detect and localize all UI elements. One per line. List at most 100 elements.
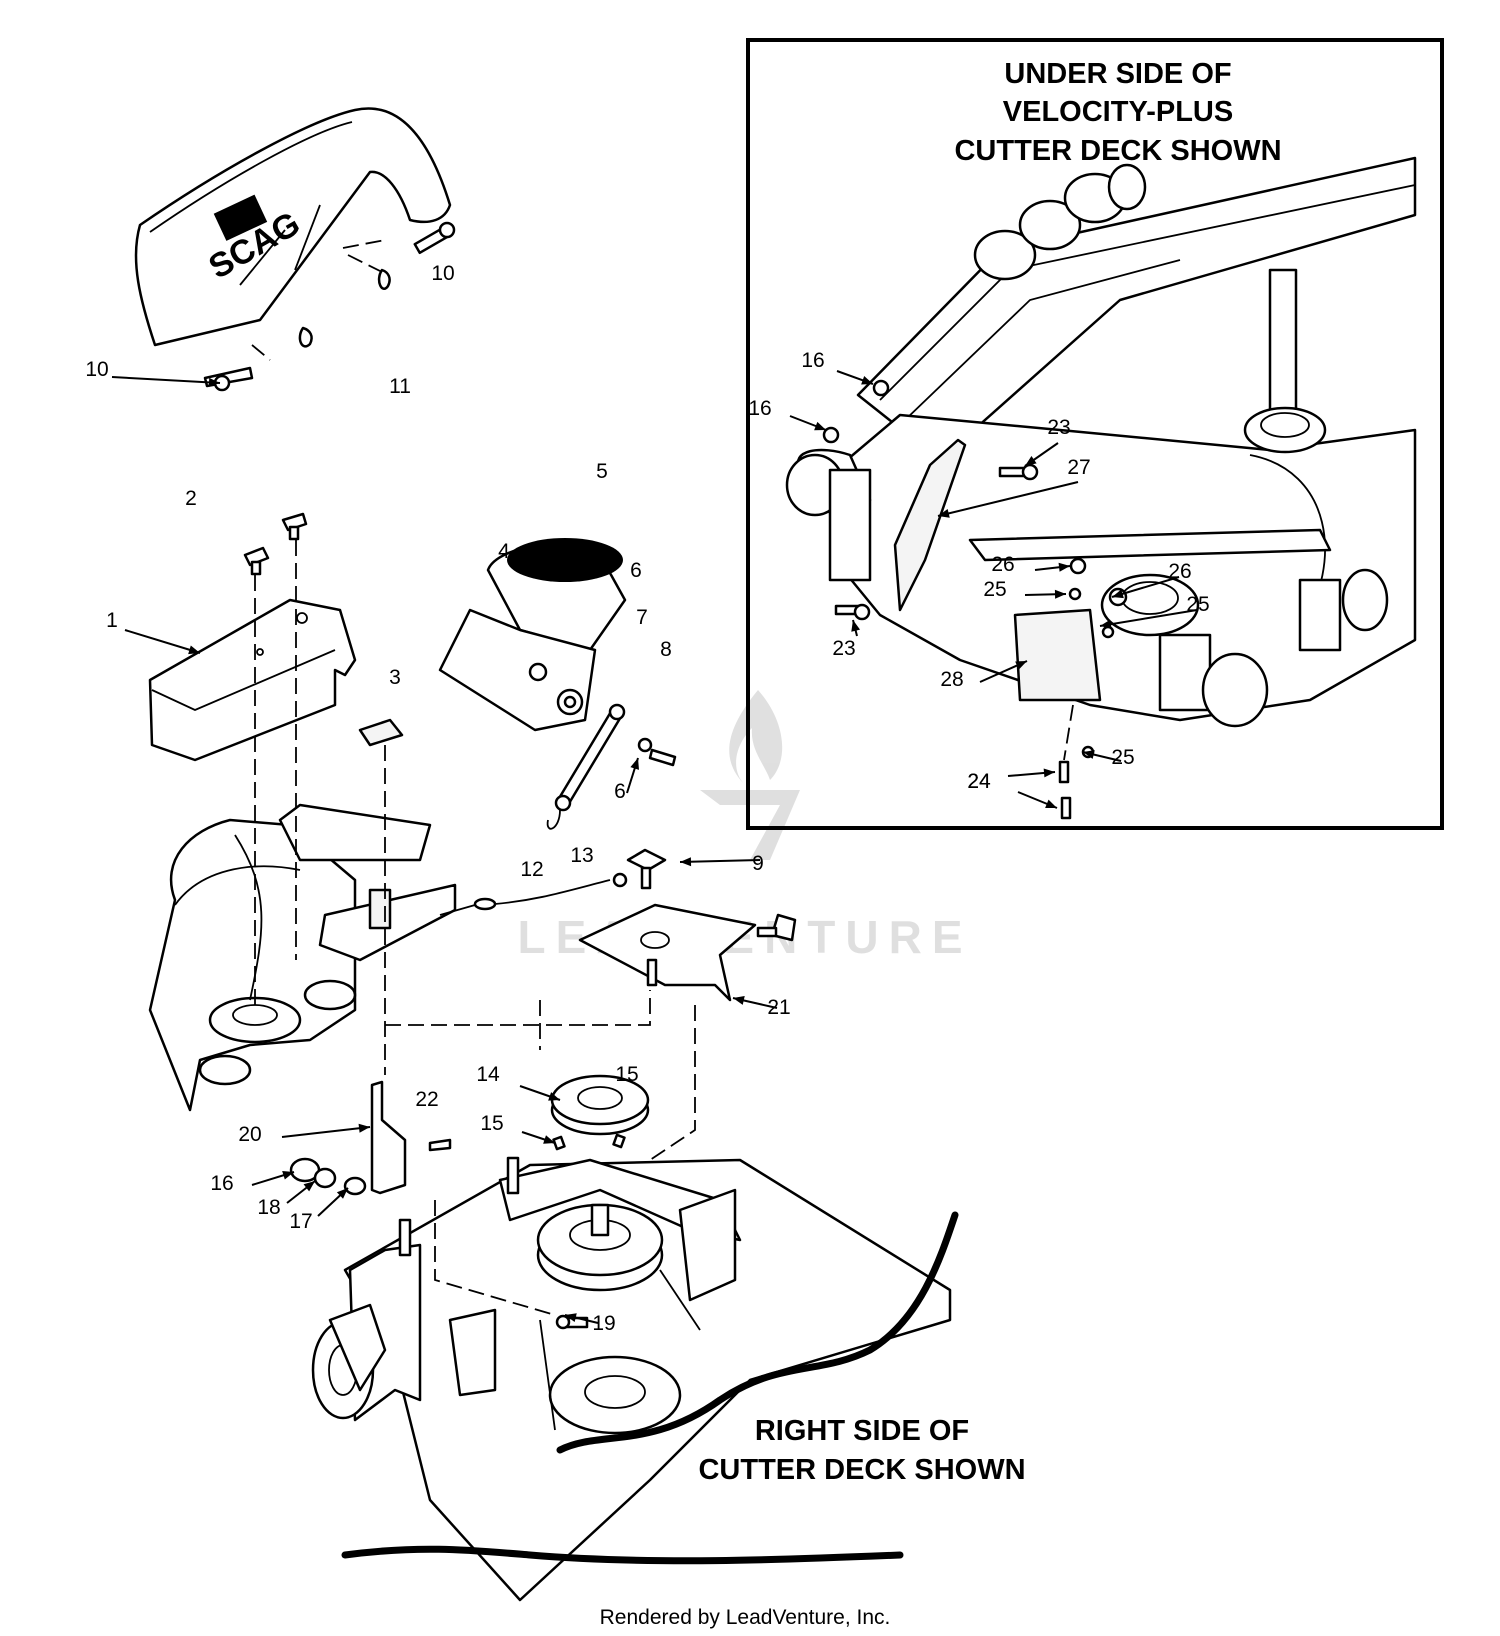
callout-number: 28: [940, 668, 963, 691]
bracket-20-hardware: [289, 1080, 452, 1196]
main-diagram: SCAG: [134, 107, 1026, 1602]
callout-number: 26: [991, 553, 1014, 576]
callout-10: 10: [431, 262, 454, 285]
baffle-plate-28: [1013, 608, 1102, 702]
callout-19: 19: [564, 1312, 616, 1335]
callout-number: 18: [257, 1196, 280, 1219]
callout-26: 26: [1111, 560, 1192, 599]
callout-25: 25: [1082, 746, 1135, 769]
pulley-cover-1: [148, 598, 357, 762]
callout-6: 6: [614, 757, 639, 803]
cover-knobs-2: [243, 512, 308, 576]
leader-arrowhead: [680, 857, 692, 867]
leader-arrowhead: [938, 509, 950, 518]
callout-number: 24: [967, 770, 991, 793]
callout-9: 9: [679, 852, 764, 875]
callout-number: 17: [289, 1210, 312, 1233]
leader-arrowhead: [358, 1123, 370, 1133]
anti-scalp-rollers: [973, 163, 1147, 281]
callout-26: 26: [991, 553, 1071, 576]
callout-number: 1: [106, 609, 118, 632]
plate-21-and-knobs-9: [578, 848, 797, 1002]
chute-adapter-5: [438, 538, 627, 732]
callout-23: 23: [832, 619, 861, 660]
blade-spindle: [1243, 268, 1327, 454]
leader-arrowhead: [1083, 750, 1095, 759]
leader-arrowhead: [282, 1170, 294, 1180]
assembly-lines: [254, 540, 696, 1316]
cutter-deck-housing: [311, 1156, 952, 1602]
callout-8: 8: [660, 638, 672, 661]
callout-16: 16: [748, 397, 827, 431]
callout-11: 11: [389, 375, 411, 398]
leader-arrowhead: [814, 421, 826, 431]
inset-heading-line-1: UNDER SIDE OF: [1004, 58, 1231, 90]
callout-number: 4: [498, 540, 510, 563]
cutaway-line-bottom: [341, 1545, 904, 1565]
inset-heading-line-2: VELOCITY-PLUS: [1003, 96, 1233, 128]
callout-number: 8: [660, 638, 672, 661]
callout-25: 25: [983, 578, 1067, 601]
hairpin-clip-11: [377, 268, 391, 290]
callout-number: 3: [389, 666, 401, 689]
callout-7: 7: [636, 606, 648, 629]
leader-arrowhead: [188, 645, 200, 655]
callout-27: 27: [937, 456, 1091, 518]
callout-number: 6: [630, 559, 642, 582]
callout-15: 15: [615, 1063, 638, 1086]
callout-number: 16: [210, 1172, 233, 1195]
inset-frame: [746, 38, 1444, 830]
callout-number: 11: [389, 375, 411, 398]
callout-5: 5: [596, 460, 608, 483]
leader-arrowhead: [565, 1313, 577, 1322]
cable-12-13: [439, 872, 628, 916]
link-rod-7: [546, 703, 677, 830]
callout-number: 19: [592, 1312, 615, 1335]
callout-22: 22: [415, 1088, 438, 1111]
leader-arrowhead: [733, 996, 745, 1005]
leader-arrowhead: [630, 758, 639, 770]
underside-deck-drawing: [785, 156, 1417, 820]
underside-hardware: [822, 379, 1128, 820]
leader-line: [124, 629, 201, 654]
callout-13: 13: [570, 844, 593, 867]
callout-number: 9: [752, 852, 764, 875]
callout-number: 25: [983, 578, 1006, 601]
callout-number: 12: [520, 858, 543, 881]
callout-28: 28: [940, 660, 1028, 691]
callout-24: 24: [967, 770, 1058, 809]
idler-pulley-14: [550, 1074, 650, 1151]
callout-number: 10: [85, 358, 108, 381]
leader-line: [1099, 609, 1198, 627]
callout-21: 21: [732, 996, 791, 1019]
callout-number: 20: [238, 1123, 261, 1146]
leader-line: [111, 376, 221, 384]
callout-16: 16: [210, 1170, 295, 1195]
left-caster-wheel: [785, 448, 872, 582]
callout-number: 13: [570, 844, 593, 867]
leader-arrowhead: [851, 620, 861, 632]
callout-2: 2: [185, 487, 197, 510]
chute-decal-label: [213, 194, 268, 241]
callout-25: 25: [1099, 593, 1210, 629]
callout-12: 12: [520, 858, 543, 881]
callout-15: 15: [480, 1112, 556, 1144]
cutaway-line-top: [556, 1211, 959, 1454]
leader-arrowhead: [208, 377, 220, 387]
right-caster-wheel: [1158, 568, 1389, 728]
footer-credit: Rendered by LeadVenture, Inc.: [600, 1606, 891, 1629]
callout-number: 15: [615, 1063, 638, 1086]
pulley-bracket-assembly: [148, 803, 457, 1112]
main-heading-line-1: RIGHT SIDE OF: [755, 1415, 969, 1447]
baffle-27: [893, 438, 967, 612]
main-heading-line-2: CUTTER DECK SHOWN: [698, 1454, 1025, 1486]
leader-arrowhead: [1112, 589, 1124, 599]
adapter-opening: [507, 538, 623, 582]
callout-20: 20: [238, 1123, 371, 1146]
leader-arrowhead: [336, 1188, 348, 1199]
leader-line: [679, 859, 761, 863]
callout-number: 10: [431, 262, 454, 285]
mower-blade: [968, 528, 1332, 562]
callout-number: 5: [596, 460, 608, 483]
